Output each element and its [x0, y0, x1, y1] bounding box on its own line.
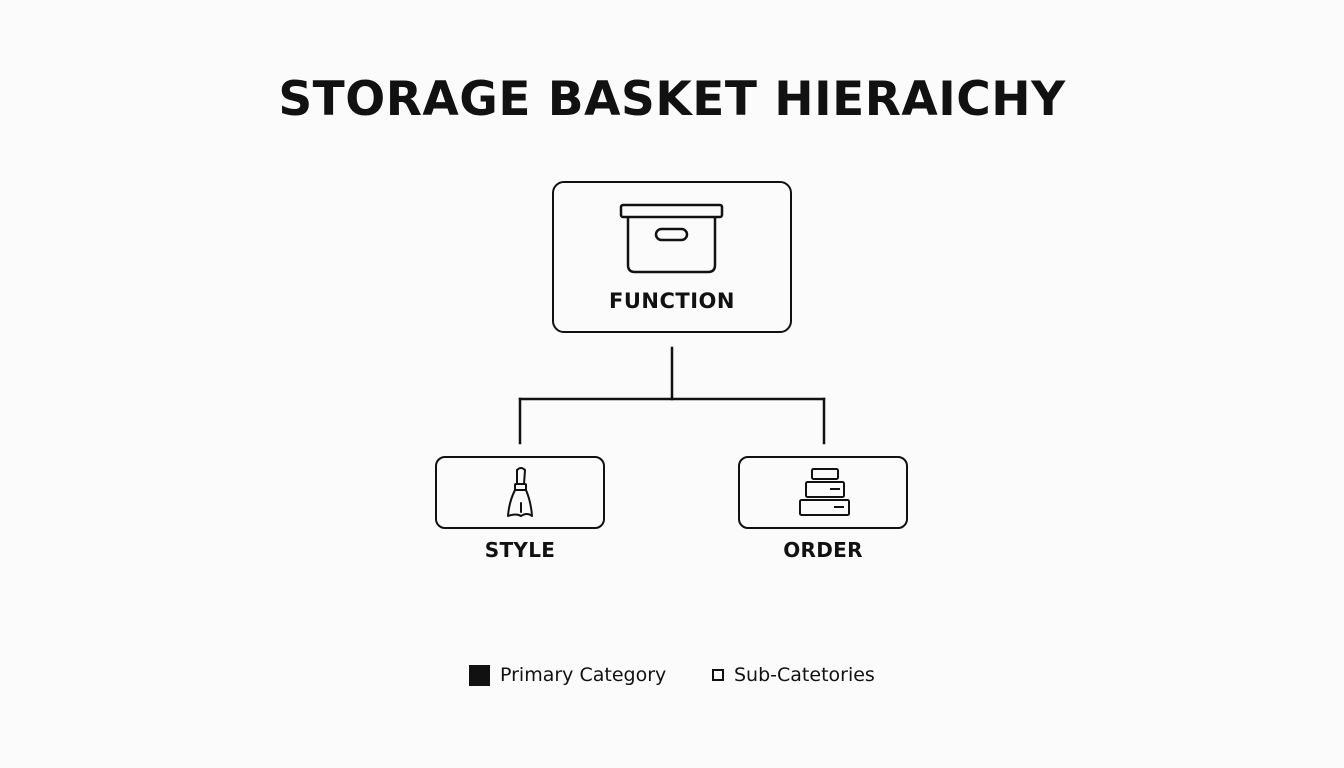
page-title: STORAGE BASKET HIERAICHY	[278, 72, 1066, 127]
sub-node-order[interactable]	[738, 456, 908, 529]
legend: Primary Category Sub-Catetories	[0, 662, 1344, 688]
primary-node-label: FUNCTION	[609, 289, 735, 313]
paintbrush-icon	[507, 467, 533, 517]
legend-item-sub: Sub-Catetories	[712, 662, 875, 688]
filled-square-icon	[469, 664, 490, 686]
sub-node-order-label: ORDER	[783, 538, 863, 562]
primary-node-function[interactable]: FUNCTION	[552, 181, 792, 333]
legend-item-primary: Primary Category	[469, 662, 666, 688]
storage-basket-icon	[619, 203, 724, 274]
sub-node-style-label: STYLE	[484, 538, 556, 562]
legend-primary-label: Primary Category	[500, 664, 667, 686]
outline-square-icon	[712, 669, 724, 681]
stacked-boxes-icon	[799, 468, 850, 516]
sub-node-style[interactable]	[435, 456, 605, 529]
legend-sub-label: Sub-Catetories	[734, 664, 875, 686]
